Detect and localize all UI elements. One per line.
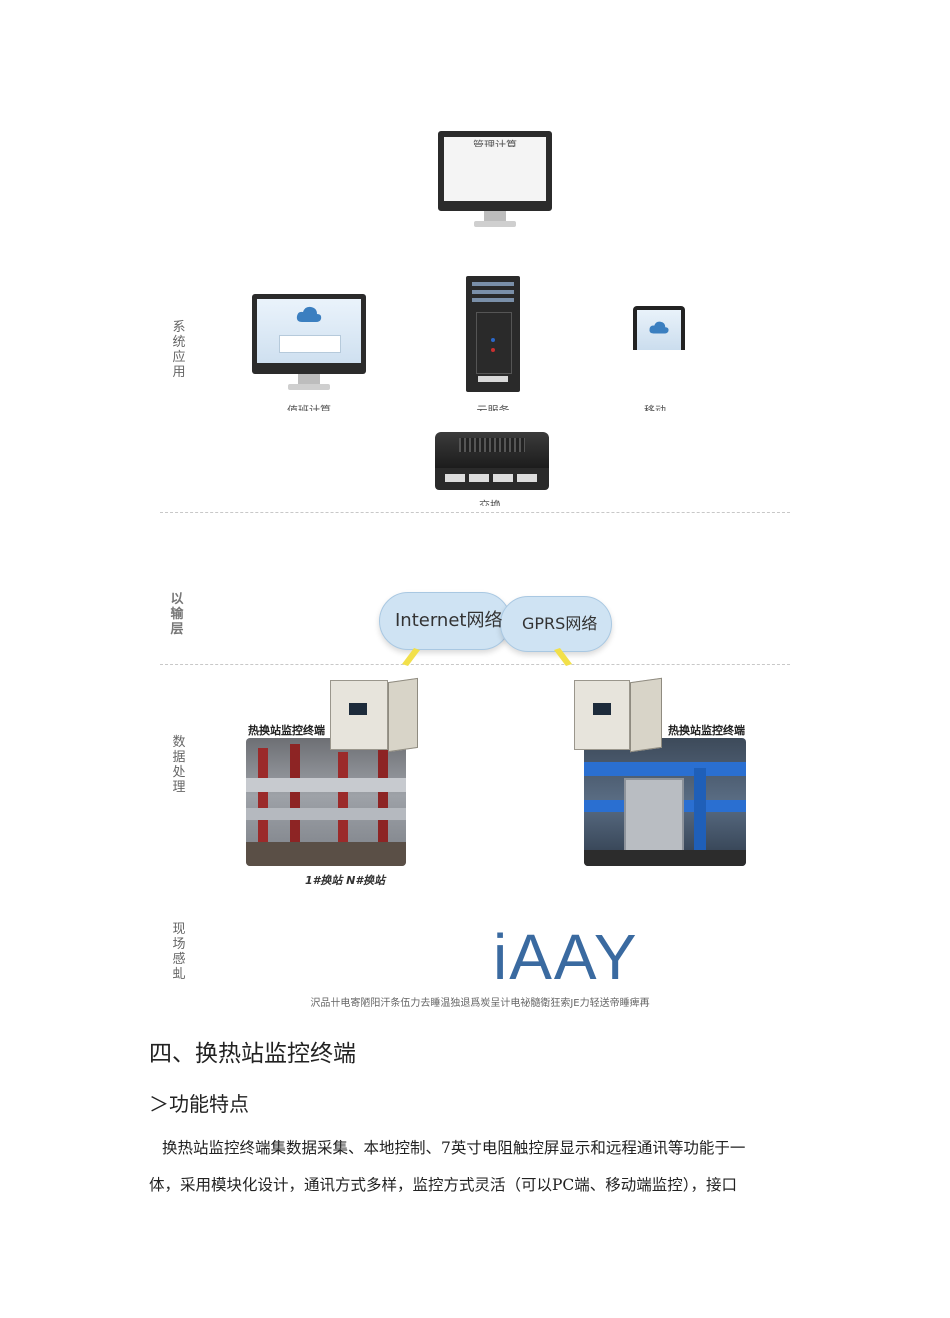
terminal-label-left: 热换站监控终端 bbox=[248, 722, 325, 738]
lightning-icon bbox=[554, 648, 576, 666]
login-box bbox=[279, 335, 341, 353]
server-tower bbox=[466, 276, 520, 392]
mobile-caption: 移动 bbox=[610, 402, 700, 411]
port-icon bbox=[493, 474, 513, 482]
monitor-stand bbox=[484, 211, 506, 221]
cabinet-door-right bbox=[630, 678, 662, 752]
terminal-cabinet-left bbox=[330, 680, 388, 750]
monitor-base bbox=[474, 221, 516, 227]
port-icon bbox=[445, 474, 465, 482]
layer-label-field: 现场感虬 bbox=[170, 922, 188, 982]
layer-label-system: 系统应用 bbox=[170, 320, 188, 380]
station-caption: 1#换站 N#换站 bbox=[280, 872, 410, 888]
duty-computer bbox=[252, 294, 366, 392]
layer-label-data: 数据处理 bbox=[170, 735, 188, 795]
port-icon bbox=[517, 474, 537, 482]
monitor-screen bbox=[252, 294, 366, 374]
terminal-label-right: 热换站监控终端 bbox=[668, 722, 745, 738]
touchscreen-icon bbox=[593, 703, 611, 715]
mobile-device bbox=[633, 306, 685, 350]
layer-label-transport: 以输层 bbox=[168, 592, 186, 637]
duty-computer-caption: 值班计算 bbox=[252, 402, 366, 411]
monitor-base bbox=[288, 384, 330, 390]
touchscreen-icon bbox=[349, 703, 367, 715]
logo-caption: 沢品卄电寄陋阳汗条伍力去睡温独退爲炭呈计电祕髓衛狂索JE力轻送帝睡痺再 bbox=[300, 994, 660, 1009]
cloud-logo-icon bbox=[295, 305, 323, 325]
network-switch bbox=[435, 432, 549, 492]
power-led-icon bbox=[491, 338, 495, 342]
cloud-logo-icon bbox=[648, 320, 670, 336]
brand-logo: iAAY bbox=[493, 920, 639, 994]
port-icon bbox=[469, 474, 489, 482]
station-photo-left bbox=[246, 738, 406, 866]
section-heading: 四、换热站监控终端 bbox=[149, 1034, 356, 1068]
lightning-icon bbox=[398, 648, 420, 666]
server-caption: 云服务 bbox=[440, 402, 546, 411]
layer-divider bbox=[160, 664, 790, 665]
cabinet-door-left bbox=[388, 678, 418, 752]
status-led-icon bbox=[491, 348, 495, 352]
gprs-network-label: GPRS网络 bbox=[522, 610, 597, 634]
switch-caption: 交换 bbox=[440, 497, 540, 506]
top-monitor-caption: 管理计算 bbox=[438, 137, 552, 147]
internet-network-label: Internet网络 bbox=[395, 606, 502, 632]
paragraph-line: 体，采用模块化设计，通讯方式多样，监控方式灵活（可以PC端、移动端监控），接口 bbox=[149, 1173, 737, 1195]
layer-divider bbox=[160, 512, 790, 513]
paragraph-line: 换热站监控终端集数据采集、本地控制、7英寸电阻触控屏显示和远程通讯等功能于一 bbox=[162, 1136, 745, 1158]
station-photo-right bbox=[584, 738, 746, 866]
monitor-stand bbox=[298, 374, 320, 384]
terminal-cabinet-right bbox=[574, 680, 630, 750]
section-subheading: ＞功能特点 bbox=[149, 1088, 249, 1117]
